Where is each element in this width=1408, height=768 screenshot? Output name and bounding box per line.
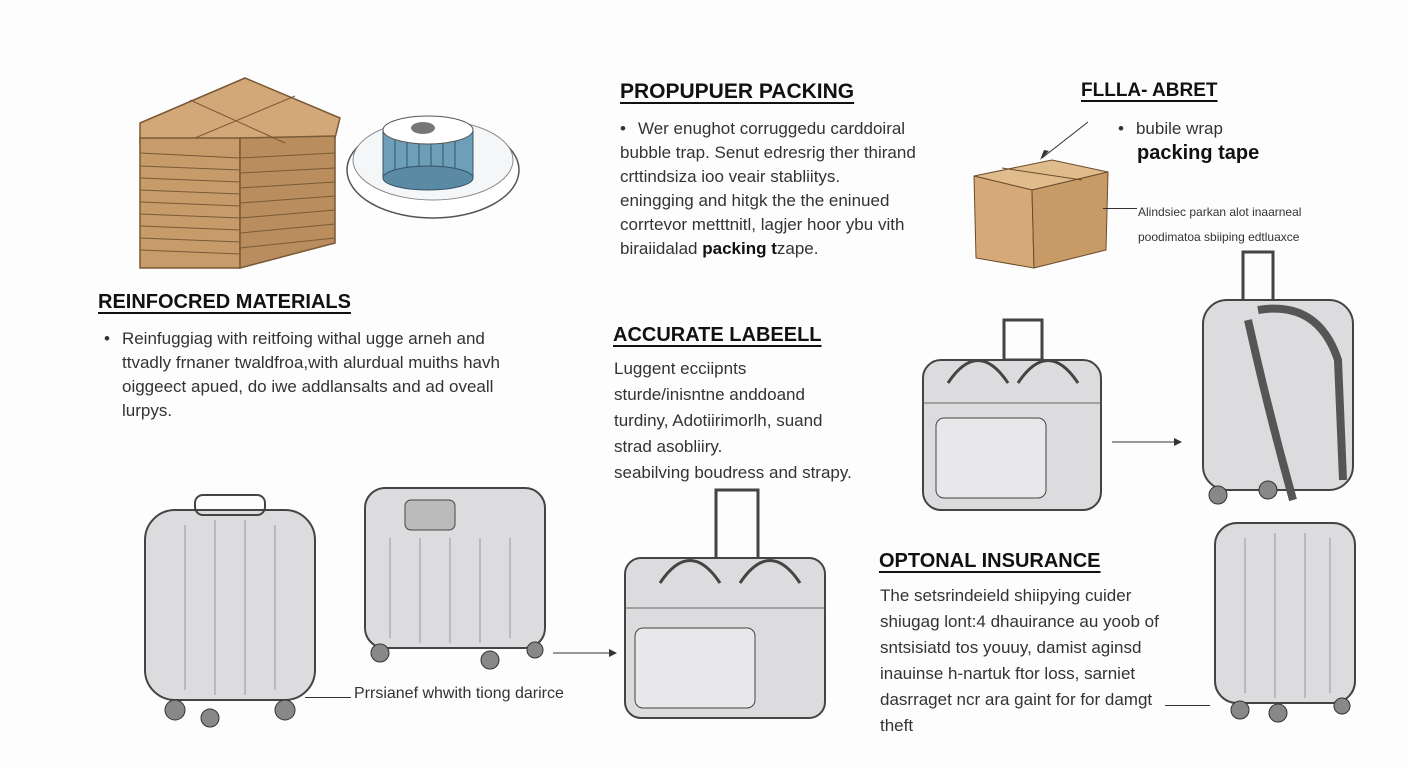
duffel-suitcase-illustration-top	[922, 318, 1102, 511]
callout-line	[1103, 208, 1137, 209]
fllla-bold-text: packing tape	[1137, 142, 1260, 164]
reinforced-materials-text: Reinfuggiag with reitfoing withal ugge a…	[104, 327, 500, 423]
reinforced-line: Reinfuggiag with reitfoing withal ugge a…	[104, 327, 500, 351]
accurate-label-line: turdiny, Adotiirimorlh, suand	[614, 411, 823, 430]
arrow-to-backpack	[1112, 438, 1182, 446]
backpack-suitcase-illustration	[1202, 250, 1354, 505]
callout-line-text: poodimatoa sbiiping edtluaxce	[1138, 230, 1300, 244]
suitcase-illustration-center	[364, 487, 546, 670]
accurate-label-line: seabilving boudress and strapy.	[614, 463, 852, 482]
proper-packing-line: crttindsiza ioo veair stabliitys.	[620, 167, 841, 186]
section-title-optional-insurance: OPTONAL INSURANCE	[879, 550, 1101, 572]
bold-text: packing t	[702, 239, 777, 258]
reinforced-line: oiggeect apued, do iwe addlansalts and a…	[122, 377, 494, 396]
insurance-line: theft	[880, 716, 914, 735]
section-title-proper-packing: PROPUPUER PACKING	[620, 80, 855, 103]
fllla-bullet: bubile wrap	[1118, 117, 1223, 141]
insurance-line: dasrraget ncr ara gaint for for damgt	[880, 690, 1153, 709]
insurance-line: inauinse h-nartuk ftor loss, sarniet	[880, 664, 1136, 683]
caption-connector-line	[305, 697, 351, 698]
duffel-suitcase-illustration-bottom	[624, 488, 826, 719]
taped-box-illustration	[973, 159, 1109, 269]
insurance-line: The setsrindeield shiipying cuider	[880, 586, 1132, 605]
text-fragment: zape.	[776, 239, 819, 258]
suitcase-caption: Prrsianef whwith tiong darirce	[354, 685, 564, 702]
insurance-connector-line	[1165, 705, 1210, 706]
proper-packing-line: eningging and hitgk the the eninued	[620, 191, 890, 210]
text-fragment: biraiidalad	[620, 239, 698, 258]
optional-insurance-text: The setsrindeield shiipying cuider shiug…	[880, 583, 1159, 739]
arrow-to-bag	[553, 649, 617, 657]
proper-packing-line: bubble trap. Senut edresrig ther thirand	[620, 143, 916, 162]
section-title-fllla-abret: FLLLA- ABRET	[1081, 80, 1218, 101]
proper-packing-line: corrtevor metttnitl, lagjer hoor ybu vit…	[620, 215, 905, 234]
section-title-accurate-label: ACCURATE LABEELL	[613, 324, 822, 346]
accurate-label-line: Luggent ecciipnts	[614, 359, 747, 378]
insurance-line: shiugag lont:4 dhauirance au yoob of	[880, 612, 1159, 631]
accurate-label-line: sturde/inisntne anddoand	[614, 385, 805, 404]
insurance-line: sntsisiatd tos youuy, damist aginsd	[880, 638, 1142, 657]
fllla-callout: Alindsiec parkan alot inaarneal poodimat…	[1138, 200, 1301, 250]
reinforced-line: ttvadly frnaner twaldfroa,with alurdual …	[122, 353, 500, 372]
callout-line-text: Alindsiec parkan alot inaarneal	[1138, 205, 1302, 219]
proper-packing-line: Wer enughot corruggedu carddoiral	[620, 117, 916, 141]
suitcase-illustration-left	[144, 494, 316, 728]
cardboard-stack-illustration	[139, 77, 341, 269]
pointer-arrow	[1040, 121, 1089, 160]
accurate-label-text: Luggent ecciipnts sturde/inisntne anddoa…	[614, 356, 852, 486]
suitcase-illustration-right	[1214, 522, 1356, 723]
proper-packing-text: Wer enughot corruggedu carddoiral bubble…	[620, 117, 916, 261]
proper-packing-line: biraiidalad packing tzape.	[620, 237, 916, 261]
accurate-label-line: strad asobliiry.	[614, 437, 723, 456]
reinforced-line: lurpys.	[122, 401, 173, 420]
packing-tape-roll-illustration	[346, 115, 520, 219]
section-title-reinforced-materials: REINFOCRED MATERIALS	[98, 291, 351, 313]
